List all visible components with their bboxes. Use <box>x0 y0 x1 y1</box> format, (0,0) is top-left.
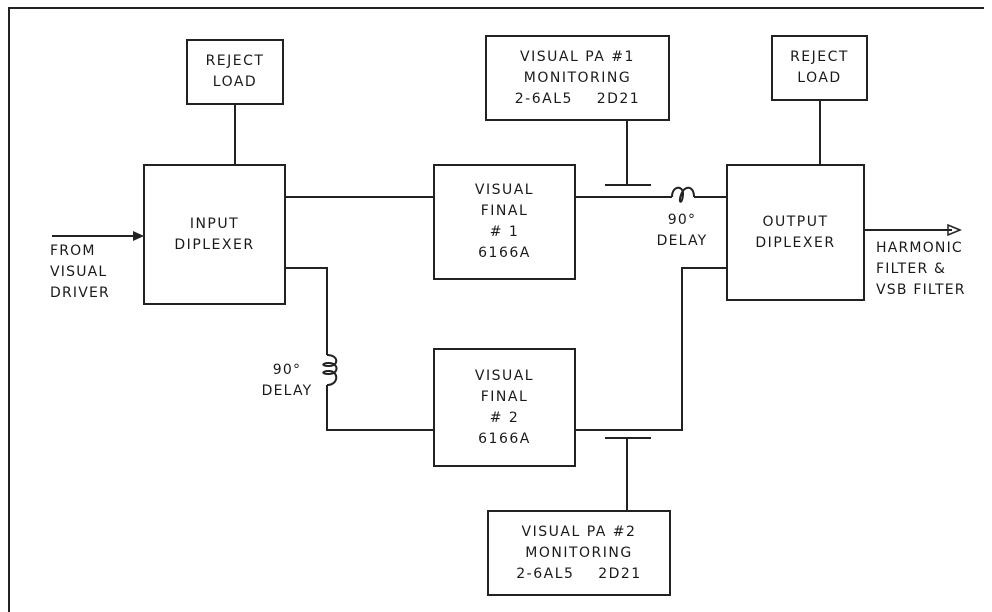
diplexer-to-delay-line <box>285 267 328 355</box>
output-label-line2: FILTER & <box>876 261 947 277</box>
final-1-line2: FINAL <box>480 203 529 219</box>
visual-final-1-box: VISUAL FINAL # 1 6166A <box>433 164 576 280</box>
final-1-line4: 6166A <box>478 245 531 261</box>
final-2-line1: VISUAL <box>474 367 535 384</box>
final-2-line3: # 2 <box>489 409 520 426</box>
final-2-line2: FINAL <box>480 388 529 405</box>
reject-load-left-box: REJECT LOAD <box>186 39 284 105</box>
final-1-line1: VISUAL <box>474 182 535 198</box>
frame-top-border <box>8 7 984 9</box>
monitor-1-line1: VISUAL PA #1 <box>520 48 635 65</box>
reject-load-left-line1: REJECT <box>205 53 265 69</box>
delay-to-final2-line <box>326 385 434 431</box>
final-1-line3: # 1 <box>489 224 520 240</box>
output-arrowhead <box>947 223 962 237</box>
delay-top-line1: 90° <box>667 212 697 228</box>
delay-top-line2: DELAY <box>656 233 708 249</box>
input-diplexer-box: INPUT DIPLEXER <box>143 164 286 305</box>
reject-load-right-line1: REJECT <box>790 49 849 65</box>
monitor-2-line2: MONITORING <box>525 544 633 561</box>
monitor-2-line1: VISUAL PA #2 <box>521 523 637 540</box>
output-label-line1: HARMONIC <box>876 240 963 256</box>
input-source-label: FROM VISUAL DRIVER <box>50 241 110 304</box>
visual-final-2-box: VISUAL FINAL # 2 6166A <box>433 348 576 467</box>
input-label-line2: VISUAL <box>50 264 108 280</box>
monitor-2-box: VISUAL PA #2 MONITORING 2-6AL5 2D21 <box>487 510 671 596</box>
monitor-2-line3: 2-6AL5 2D21 <box>516 565 642 582</box>
delay-bottom-label: 90° DELAY <box>252 360 322 402</box>
monitor-1-line2: MONITORING <box>523 69 632 86</box>
delay-coil-top-shape <box>671 186 695 203</box>
input-label-line3: DRIVER <box>50 285 110 301</box>
monitor-1-box: VISUAL PA #1 MONITORING 2-6AL5 2D21 <box>485 35 670 121</box>
delay-bottom-line2: DELAY <box>261 383 313 399</box>
frame-left-border <box>8 8 10 612</box>
delay-top-label: 90° DELAY <box>647 210 717 252</box>
final-2-line4: 6166A <box>478 430 531 447</box>
output-diplexer-box: OUTPUT DIPLEXER <box>726 164 865 301</box>
monitor-1-line3: 2-6AL5 2D21 <box>514 90 641 107</box>
reject-load-right-box: REJECT LOAD <box>771 35 868 101</box>
input-diplexer-line1: INPUT <box>189 215 240 232</box>
delay-coil-bottom-shape <box>322 354 338 386</box>
reject-load-right-line2: LOAD <box>797 70 842 86</box>
reject-load-left-line2: LOAD <box>212 74 258 90</box>
input-label-line1: FROM <box>50 243 96 259</box>
input-diplexer-line2: DIPLEXER <box>174 236 255 253</box>
output-diplexer-line1: OUTPUT <box>762 213 829 230</box>
output-destination-label: HARMONIC FILTER & VSB FILTER <box>876 238 966 301</box>
output-label-line3: VSB FILTER <box>876 282 966 298</box>
final2-output-line <box>575 267 727 431</box>
input-arrowhead <box>133 231 144 241</box>
output-diplexer-line2: DIPLEXER <box>755 234 836 251</box>
delay-bottom-line1: 90° <box>272 362 302 378</box>
